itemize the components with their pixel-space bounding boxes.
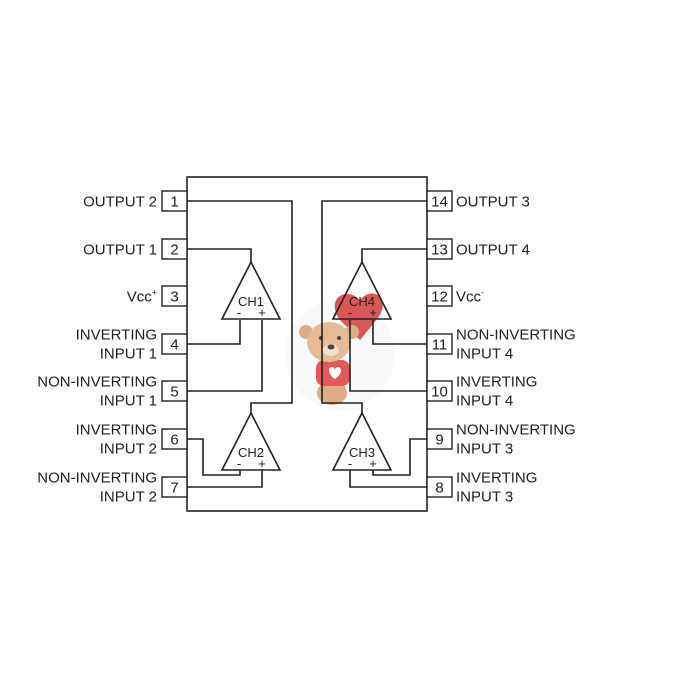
pin-number: 9 — [435, 432, 443, 449]
pin-9: 9 NON-INVERTING INPUT 3 — [426, 422, 576, 458]
pin-number: 2 — [170, 242, 178, 259]
pin-box — [161, 476, 188, 498]
pin-label: OUTPUT 4 — [456, 242, 530, 259]
pin-box — [161, 380, 188, 402]
pin-1: 1 OUTPUT 2 — [83, 190, 188, 212]
opamp-triangle — [331, 260, 393, 320]
minus-sign: - — [348, 456, 352, 471]
pin-label-sup: + — [152, 288, 157, 298]
pin-box — [161, 285, 188, 307]
pin-13: 13 OUTPUT 4 — [426, 238, 530, 260]
pin-number: 1 — [170, 194, 178, 211]
pin-label: INVERTING — [456, 470, 537, 487]
opamp-triangle — [331, 411, 393, 471]
opamp-ch2: CH2- + — [220, 411, 282, 471]
pin-label: INPUT 3 — [456, 489, 513, 506]
pin-number: 6 — [170, 432, 178, 449]
minus-sign: - — [348, 305, 352, 320]
pin-label: Vcc- — [456, 288, 484, 306]
pin-label: INPUT 2 — [100, 489, 157, 506]
pin-label: INPUT 2 — [100, 441, 157, 458]
wires — [187, 200, 427, 488]
bear-watermark — [285, 293, 395, 410]
pin-number: 14 — [431, 194, 448, 211]
plus-sign: + — [369, 456, 377, 471]
channel-label: CH2 — [238, 445, 264, 460]
pin-box — [161, 428, 188, 450]
pin-label: NON-INVERTING — [456, 327, 576, 344]
plus-sign: + — [258, 456, 266, 471]
pin-number: 10 — [431, 384, 448, 401]
pin-3: 3 Vcc+ — [127, 285, 188, 307]
pin-4: 4 INVERTING INPUT 1 — [76, 327, 188, 363]
minus-sign: - — [237, 305, 241, 320]
pin-label: INPUT 1 — [100, 393, 157, 410]
opamp-ch4: CH4- + — [331, 260, 393, 320]
pin-label: INPUT 4 — [456, 393, 513, 410]
pin-box — [161, 190, 188, 212]
pin-number: 12 — [431, 289, 448, 306]
pin-7: 7 NON-INVERTING INPUT 2 — [37, 470, 188, 506]
pin-label: OUTPUT 1 — [83, 242, 157, 259]
plus-sign: + — [369, 305, 377, 320]
opamp-triangle — [220, 411, 282, 471]
pin-label: INPUT 1 — [100, 346, 157, 363]
pin-box — [426, 238, 453, 260]
pin-14: 14 OUTPUT 3 — [426, 190, 530, 212]
channel-label: CH1 — [238, 294, 264, 309]
pin-label: NON-INVERTING — [456, 422, 576, 439]
pin-box — [426, 476, 453, 498]
pin-2: 2 OUTPUT 1 — [83, 238, 188, 260]
pin-box — [426, 428, 453, 450]
pin-label: INVERTING — [76, 422, 157, 439]
pin-label: INVERTING — [76, 327, 157, 344]
pin-number: 3 — [170, 289, 178, 306]
pin-box — [161, 238, 188, 260]
pin-label: INVERTING — [456, 374, 537, 391]
pin-box — [426, 333, 453, 355]
pin-number: 13 — [431, 242, 448, 259]
pin-8: 8 INVERTING INPUT 3 — [426, 470, 537, 506]
pin-number: 11 — [432, 337, 448, 354]
plus-sign: + — [258, 305, 266, 320]
pin-number: 5 — [170, 384, 178, 401]
pin-box — [426, 285, 453, 307]
pin-number: 7 — [170, 480, 178, 497]
pin-box — [161, 333, 188, 355]
pin-12: 12 Vcc- — [426, 285, 484, 307]
pin-box — [426, 380, 453, 402]
opamp-ch3: CH3- + — [331, 411, 393, 471]
channel-label: CH4 — [349, 294, 375, 309]
pin-box — [426, 190, 453, 212]
pin-11: 11 NON-INVERTING INPUT 4 — [426, 327, 576, 363]
pin-5: 5 NON-INVERTING INPUT 1 — [37, 374, 188, 410]
opamp-ch1: CH1- + — [220, 260, 282, 320]
pin-6: 6 INVERTING INPUT 2 — [76, 422, 188, 458]
pin-label: Vcc+ — [127, 288, 157, 306]
pin-label: INPUT 3 — [456, 441, 513, 458]
pin-10: 10 INVERTING INPUT 4 — [426, 374, 537, 410]
pin-label: OUTPUT 3 — [456, 194, 530, 211]
minus-sign: - — [237, 456, 241, 471]
channel-label: CH3 — [349, 445, 375, 460]
pin-label: NON-INVERTING — [37, 374, 157, 391]
opamp-triangle — [220, 260, 282, 320]
pin-label: NON-INVERTING — [37, 470, 157, 487]
pin-label: INPUT 4 — [456, 346, 513, 363]
pin-label: OUTPUT 2 — [83, 194, 157, 211]
pin-number: 4 — [170, 337, 178, 354]
pin-number: 8 — [435, 480, 443, 497]
pin-label-sup: - — [481, 288, 484, 298]
